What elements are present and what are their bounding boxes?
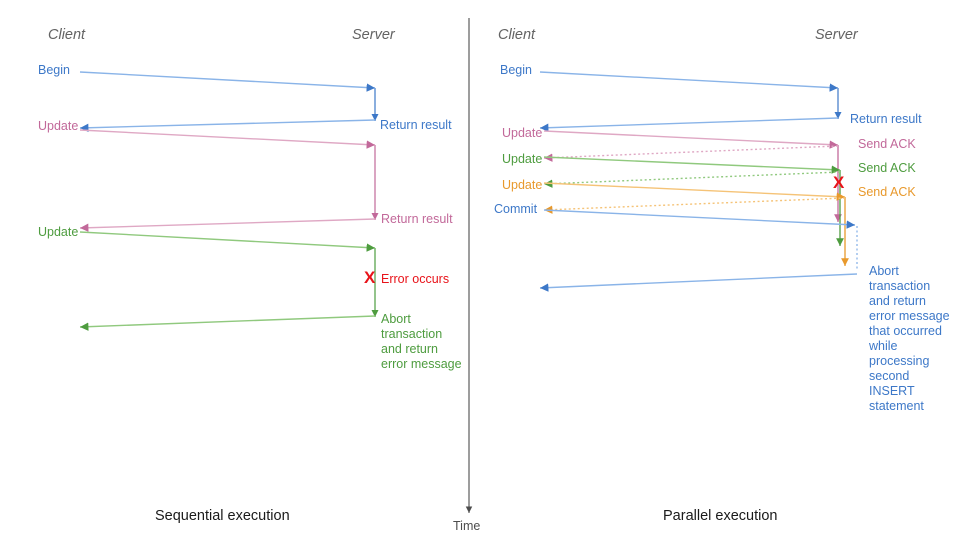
time-axis-label: Time (453, 519, 481, 533)
error-label-sequential: Error occurs (381, 272, 450, 286)
arrow-sequential-update-request-2 (79, 231, 376, 252)
msg-label-parallel-return-result: Return result (850, 112, 922, 126)
msg-label-parallel-update-request-1: Update (502, 126, 543, 140)
msg-label-parallel-send-ack-1: Send ACK (858, 137, 916, 151)
arrow-parallel-update-request-2 (543, 156, 841, 174)
arrow-parallel-return-result (539, 117, 839, 132)
msg-label-parallel-update-request-2: Update (502, 152, 543, 166)
msg-label-parallel-update-request-3: Update (502, 178, 543, 192)
arrow-sequential-update-request-1 (79, 129, 376, 149)
msg-label-parallel-send-ack-3: Send ACK (858, 185, 916, 199)
client-lane-header-sequential: Client (48, 27, 86, 43)
arrow-parallel-send-ack-2 (543, 171, 841, 188)
msg-label-sequential-update-request-2: Update (38, 225, 79, 239)
arrow-sequential-abort-response (79, 315, 376, 331)
arrow-parallel-send-ack-1 (543, 145, 839, 162)
msg-label-sequential-return-result-2: Return result (381, 212, 453, 226)
error-x-icon-parallel: X (833, 173, 845, 192)
client-lane-header-parallel: Client (498, 27, 536, 43)
arrow-sequential-return-result-2 (79, 218, 376, 232)
arrow-sequential-begin-request (79, 71, 376, 92)
panel-caption-parallel: Parallel execution (663, 508, 778, 524)
arrow-parallel-update-request-3 (543, 182, 846, 201)
arrow-parallel-commit-request (543, 209, 856, 229)
arrow-parallel-send-ack-3 (543, 197, 846, 214)
msg-label-sequential-return-result-1: Return result (380, 118, 452, 132)
server-lane-header-parallel: Server (815, 27, 858, 43)
error-x-icon-sequential: X (364, 268, 376, 287)
msg-label-sequential-update-request-1: Update (38, 119, 79, 133)
msg-label-sequential-begin-request: Begin (38, 63, 70, 77)
arrow-sequential-return-result-1 (79, 119, 376, 132)
msg-label-parallel-send-ack-2: Send ACK (858, 161, 916, 175)
panel-caption-sequential: Sequential execution (155, 508, 290, 524)
arrow-parallel-begin-request (539, 71, 839, 92)
server-lane-header-sequential: Server (352, 27, 395, 43)
msg-label-parallel-begin-request: Begin (500, 63, 532, 77)
arrow-parallel-abort-response (539, 273, 858, 292)
msg-label-parallel-commit-request: Commit (494, 202, 538, 216)
arrow-parallel-update-request-1 (543, 130, 839, 149)
